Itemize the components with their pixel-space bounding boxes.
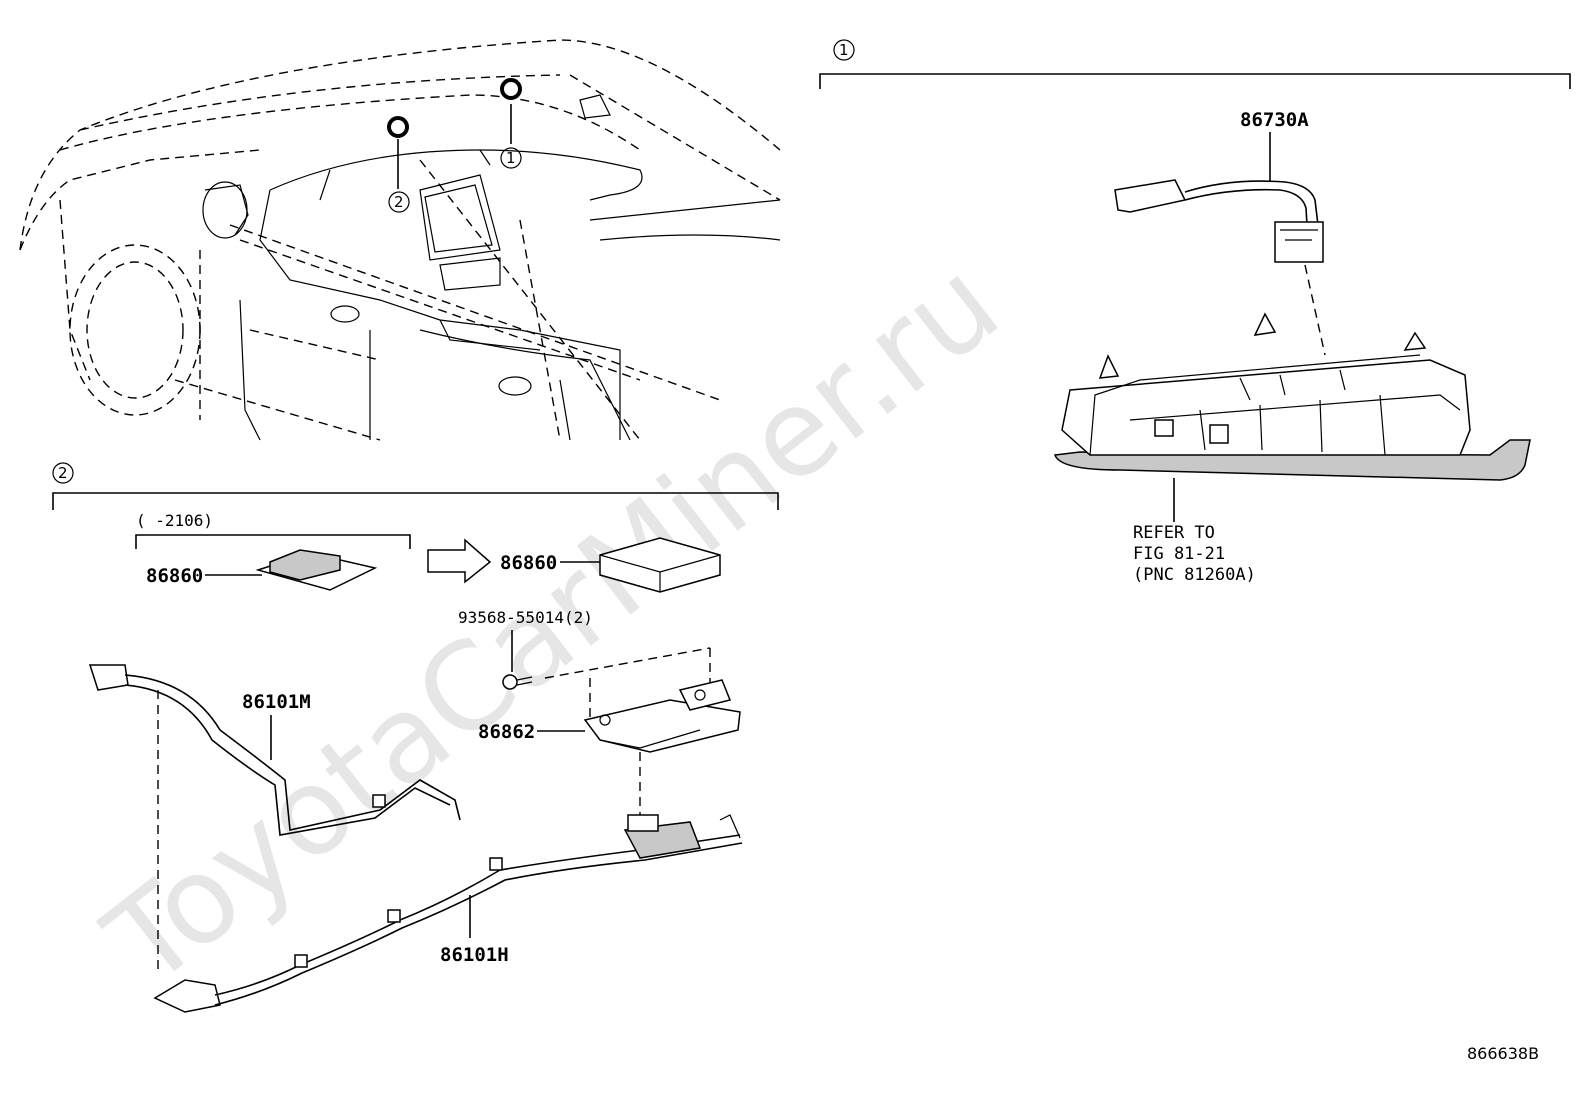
figure-number: 866638B <box>1467 1044 1539 1063</box>
part-93568-bolt <box>502 674 533 690</box>
part-86860-old-sensor <box>255 549 378 591</box>
refer-line-3: (PNC 81260A) <box>1133 565 1256 585</box>
overhead-console-assembly <box>1053 312 1531 481</box>
refer-line-1: REFER TO <box>1133 523 1215 543</box>
part-86730A-harness <box>1114 179 1326 356</box>
replacement-arrow <box>427 538 492 584</box>
part-86862-bracket <box>583 679 741 753</box>
part-label-86860-new: 86860 <box>500 552 557 574</box>
date-range-label: ( -2106) <box>136 511 213 530</box>
part-label-86860-old: 86860 <box>146 565 203 587</box>
part-86860-new-sensor <box>599 537 721 593</box>
part-label-86101H: 86101H <box>440 944 509 966</box>
part-86101M-harness <box>88 664 461 836</box>
part-label-86730A: 86730A <box>1240 109 1309 131</box>
section-1-overhead-console: 1 86730A REFER TO <box>819 39 1571 585</box>
part-86101H-harness <box>153 814 743 1013</box>
section-1-bracket <box>819 73 1571 89</box>
section-2-marker: 2 <box>58 464 68 482</box>
part-label-93568: 93568-55014(2) <box>458 608 593 627</box>
callout-1-label: 1 <box>506 149 516 167</box>
refer-line-2: FIG 81-21 <box>1133 544 1225 564</box>
section-2-airbag-sensor: 2 ( -2106) 86860 86860 93568-55014(2) <box>52 462 779 1013</box>
part-label-86101M: 86101M <box>242 691 311 713</box>
callout-2-label: 2 <box>394 193 404 211</box>
section-2-bracket <box>52 492 779 510</box>
car-interior-overview: 1 2 <box>19 39 781 441</box>
section-1-marker: 1 <box>839 41 849 59</box>
part-label-86862: 86862 <box>478 721 535 743</box>
